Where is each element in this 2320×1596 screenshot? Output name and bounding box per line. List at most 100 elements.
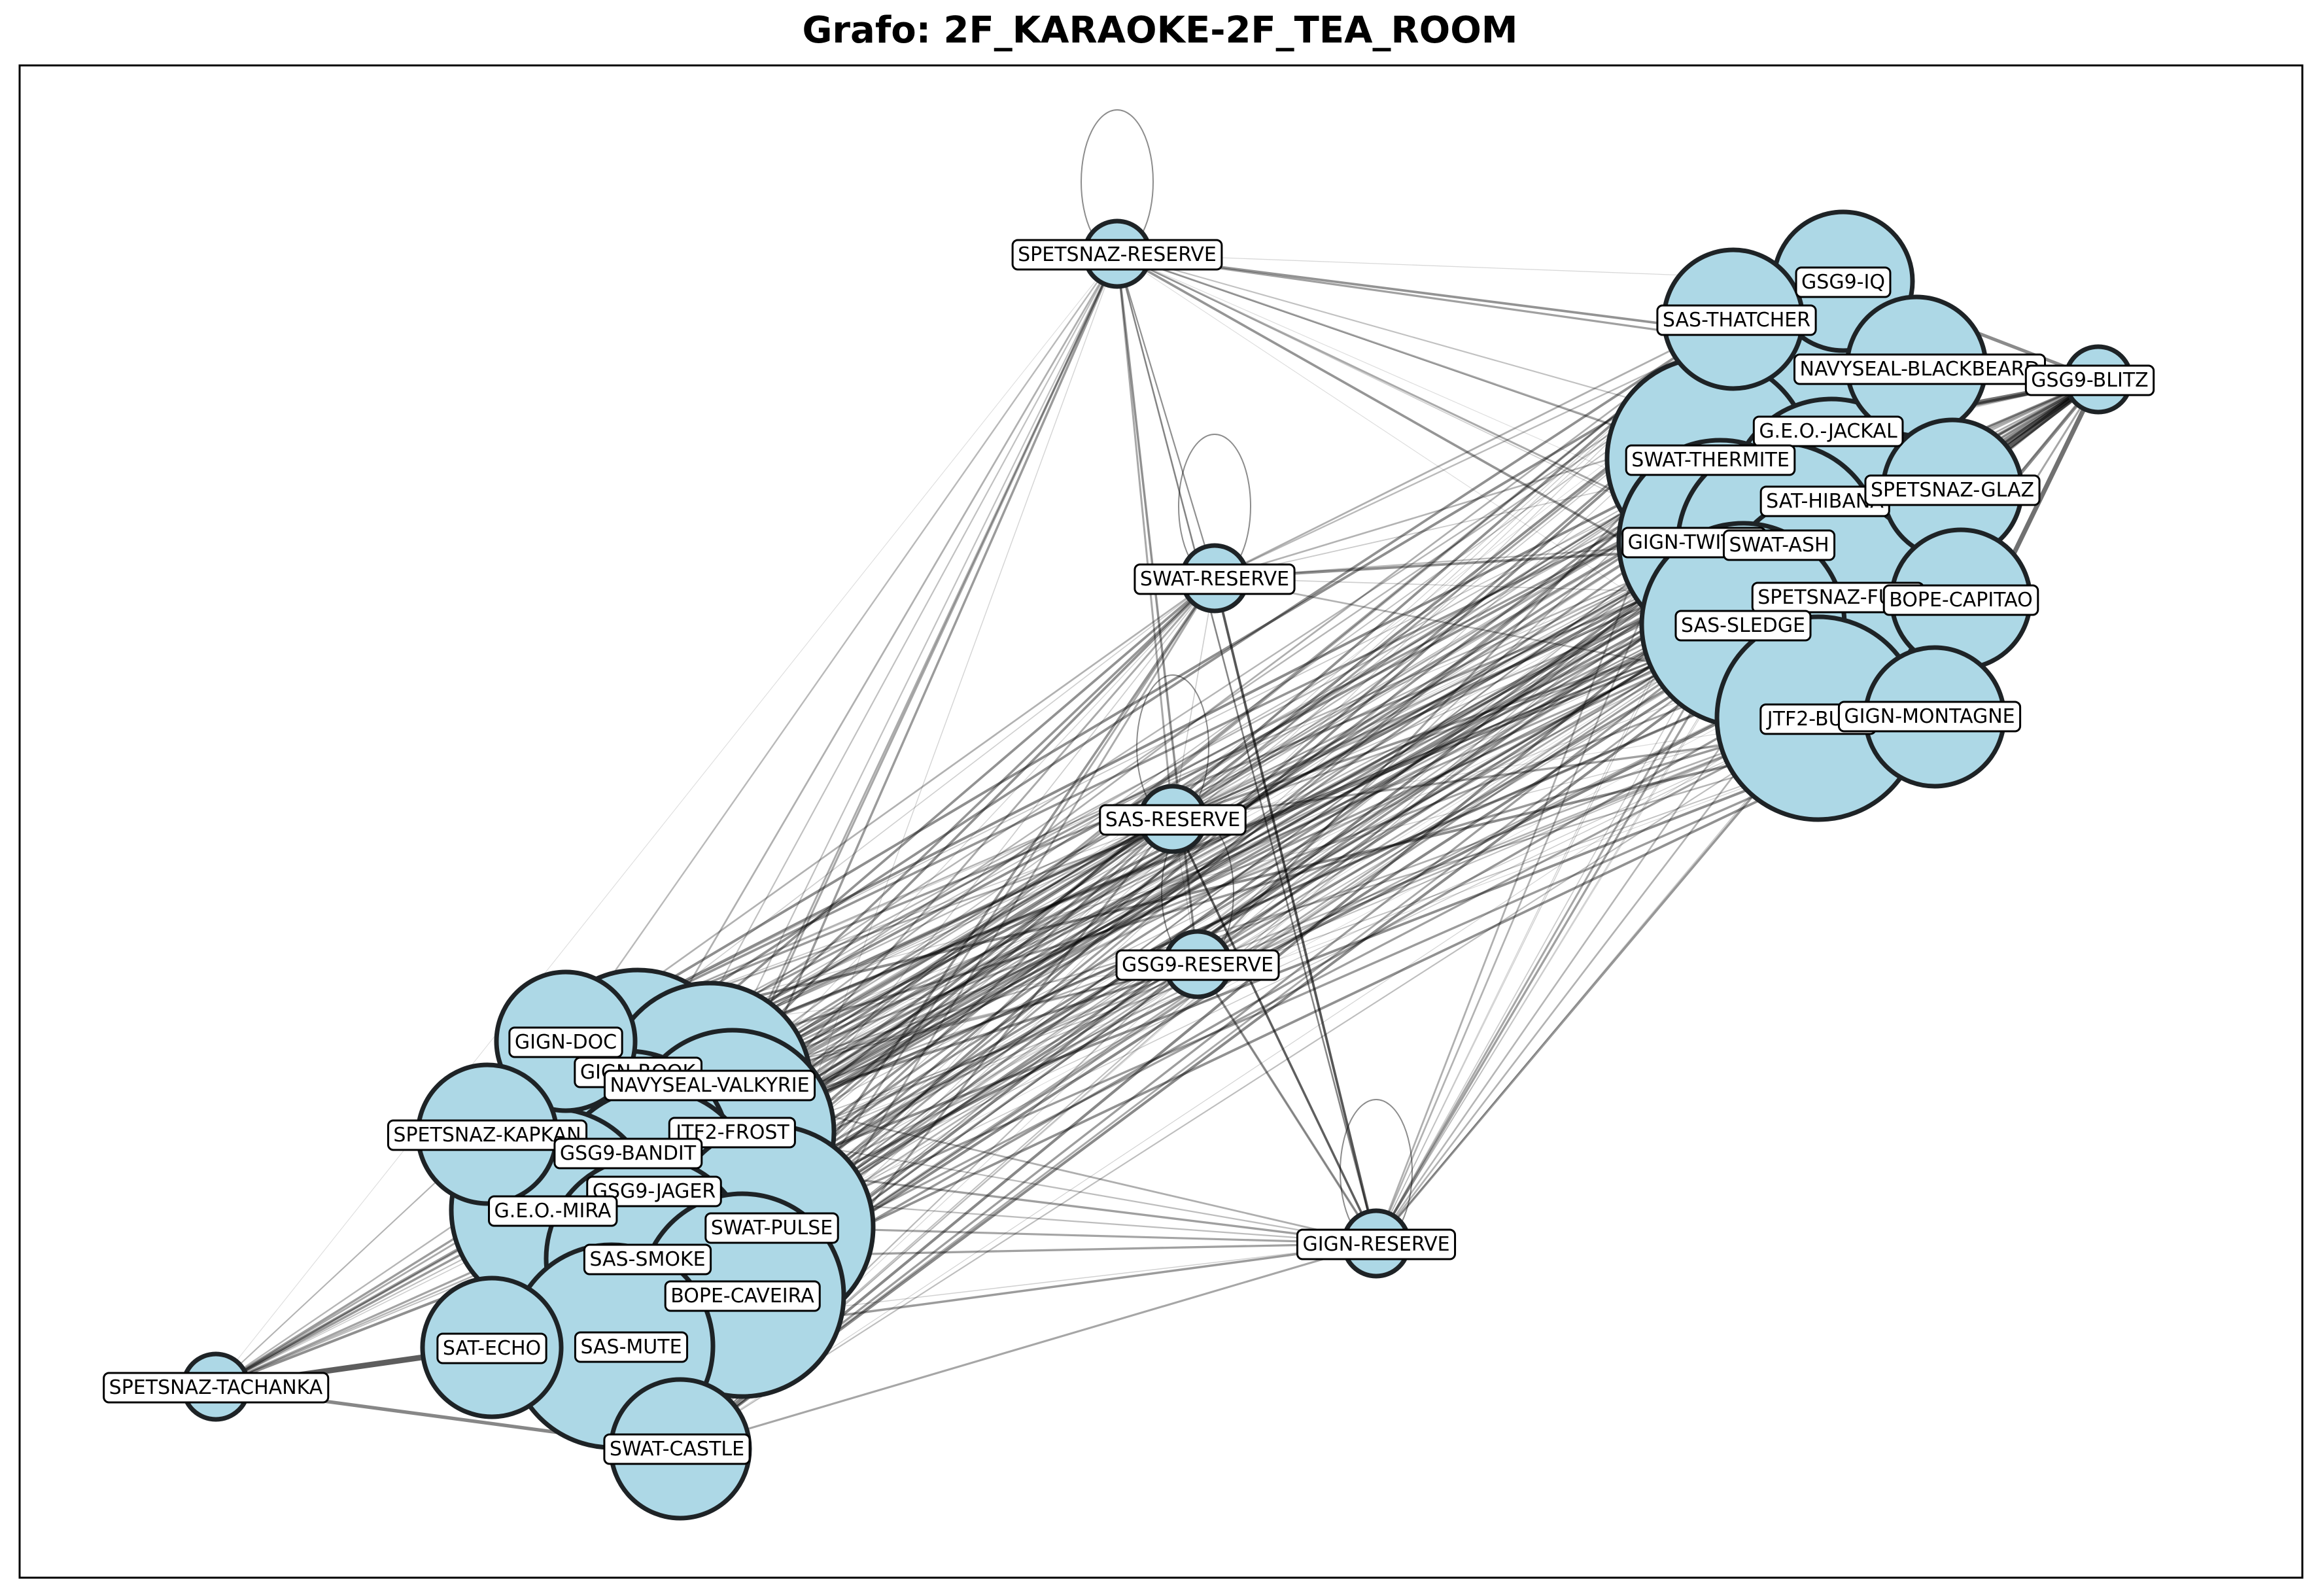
edge-SPETSNAZ-RESERVE--GIGN-DOC [565,253,1118,1042]
node-label-box [603,1433,751,1465]
node-label-SAS-THATCHER: SAS-THATCHER [1656,304,1817,336]
node-label-text: GIGN-MONTAGNE [1844,705,2015,728]
node-label-SAT-ECHO: SAT-ECHO [436,1332,547,1364]
node-label-BOPE-CAPITAO: BOPE-CAPITAO [1882,584,2039,616]
node-label-text: GSG9-IQ [1801,271,1885,294]
node-label-GSG9-RESERVE: GSG9-RESERVE [1115,949,1280,981]
node-label-text: BOPE-CAVEIRA [670,1285,814,1308]
node-label-SWAT-CASTLE: SWAT-CASTLE [603,1433,751,1465]
edge-SPETSNAZ-RESERVE--GIGN-RESERVE [1116,253,1377,1244]
node-label-text: SWAT-CASTLE [610,1438,744,1461]
node-label-box [1099,804,1247,836]
node-label-GIGN-RESERVE: GIGN-RESERVE [1296,1228,1457,1260]
node-label-text: SAS-RESERVE [1105,808,1240,831]
edge-SPETSNAZ-RESERVE--SWAT-THERMITE [1117,253,1709,460]
node-label-SWAT-PULSE: SWAT-PULSE [704,1212,839,1244]
edge-SPETSNAZ-TACHANKA--SWAT-THERMITE [215,458,1709,1388]
node-label-SPETSNAZ-GLAZ: SPETSNAZ-GLAZ [1864,474,2041,506]
edge-GIGN-DOC--GIGN-MONTAGNE [565,716,1935,1043]
node-label-GIGN-DOC: GIGN-DOC [508,1026,623,1058]
node-label-text: SAS-MUTE [580,1336,682,1359]
node-label-SPETSNAZ-KAPKAN: SPETSNAZ-KAPKAN [387,1119,588,1151]
node-label-box [436,1332,547,1364]
edge-SWAT-RESERVE--SAS-RESERVE [1172,578,1215,820]
node-label-text: SWAT-PULSE [711,1217,833,1240]
node-label-text: SAS-SLEDGE [1681,614,1805,637]
node-label-box [603,1069,816,1102]
node-label-box [2024,364,2155,396]
edge-GIGN-ROOK--JTF2-BUCK [637,717,1819,1073]
node-label-G.E.O.-JACKAL: G.E.O.-JACKAL [1752,415,1904,447]
node-label-GSG9-IQ: GSG9-IQ [1795,266,1892,298]
edge-GSG9-RESERVE--GIGN-RESERVE [1197,963,1377,1244]
node-label-box [553,1137,703,1170]
edge-SWAT-RESERVE--SAS-THATCHER [1214,318,1734,580]
node-label-text: SPETSNAZ-RESERVE [1018,243,1217,266]
node-label-text: SWAT-RESERVE [1140,568,1289,591]
node-label-text: G.E.O.-JACKAL [1759,420,1897,443]
node-label-text: SAS-SMOKE [589,1248,705,1271]
node-label-text: SWAT-ASH [1729,534,1829,557]
edge-GIGN-RESERVE--SWAT-RESERVE [1213,578,1377,1244]
edge-GSG9-BANDIT--SPETSNAZ-FUZE [627,595,1826,1154]
node-label-text: SPETSNAZ-GLAZ [1871,479,2034,502]
node-label-SWAT-RESERVE: SWAT-RESERVE [1134,563,1296,595]
edge-BOPE-CAVEIRA--GIGN-TWITCH [741,540,1722,1296]
edge-GSG9-RESERVE--SAS-SLEDGE [1197,624,1744,965]
edge-SWAT-RESERVE--JTF2-FROST [731,578,1216,1132]
edge-GIGN-RESERVE--SAS-SLEDGE [1375,624,1744,1244]
node-label-text: NAVYSEAL-BLACKBEARD [1800,358,2040,381]
node-label-GIGN-MONTAGNE: GIGN-MONTAGNE [1837,701,2022,733]
edge-SPETSNAZ-RESERVE--SWAT-RESERVE [1116,253,1216,579]
edge-GIGN-RESERVE--JTF2-BUCK [1375,717,1820,1245]
labels-layer: SPETSNAZ-RESERVE SWAT-RESERVE SAS-RESERVE G… [103,239,2155,1465]
edge-SWAT-PULSE--GIGN-MONTAGNE [771,716,1935,1228]
node-label-SWAT-THERMITE: SWAT-THERMITE [1625,444,1796,476]
node-label-box [583,1243,712,1275]
node-label-text: GSG9-RESERVE [1122,954,1273,977]
node-label-box [1674,610,1812,642]
node-label-SAS-RESERVE: SAS-RESERVE [1099,804,1247,836]
node-label-text: G.E.O.-MIRA [494,1200,612,1223]
edge-JTF2-FROST--SAS-SLEDGE [732,623,1744,1133]
node-label-text: GSG9-BLITZ [2031,369,2148,392]
node-label-box [1882,584,2039,616]
node-label-box [574,1331,689,1363]
node-label-box [103,1372,330,1404]
edge-SWAT-PULSE--SWAT-THERMITE [771,458,1709,1228]
node-label-box [1296,1228,1457,1260]
edge-SWAT-CASTLE--SPETSNAZ-FUZE [679,595,1826,1450]
node-label-box [1795,266,1892,298]
node-label-GSG9-BANDIT: GSG9-BANDIT [553,1137,703,1170]
edge-SWAT-CASTLE--SAS-SLEDGE [679,623,1744,1450]
plot-frame [18,64,2304,1579]
node-label-GSG9-JAGER: GSG9-JAGER [586,1175,722,1207]
edge-GIGN-ROOK--SWAT-THERMITE [637,459,1709,1072]
node-label-SWAT-ASH: SWAT-ASH [1722,529,1836,561]
node-label-box [1864,474,2041,506]
edge-NAVYSEAL-VALKYRIE--SWAT-THERMITE [709,458,1709,1086]
edge-GIGN-RESERVE--SWAT-CASTLE [680,1242,1377,1450]
node-label-NAVYSEAL-BLACKBEARD: NAVYSEAL-BLACKBEARD [1793,353,2046,385]
edge-GSG9-BANDIT--SWAT-ASH [627,543,1780,1154]
node-label-box [1134,563,1296,595]
edge-SWAT-PULSE--SAS-THATCHER [771,319,1734,1228]
edge-GSG9-BANDIT--JTF2-BUCK [627,717,1819,1154]
edge-SAS-RESERVE--GIGN-RESERVE [1171,818,1377,1244]
edge-GIGN-RESERVE--GSG9-RESERVE [1196,963,1377,1244]
node-label-box [387,1119,588,1151]
node-label-box [1011,239,1223,271]
edge-SAS-RESERVE--JTF2-BUCK [1172,718,1819,820]
edge-NAVYSEAL-VALKYRIE--SPETSNAZ-FUZE [709,595,1826,1086]
node-label-G.E.O.-MIRA: G.E.O.-MIRA [488,1195,618,1227]
edge-GSG9-JAGER--SWAT-ASH [653,543,1780,1192]
node-label-text: SWAT-THERMITE [1631,449,1790,472]
node-label-box [664,1280,821,1312]
edge-JTF2-FROST--SWAT-ASH [732,543,1780,1133]
node-label-box [488,1195,618,1227]
page-title: Grafo: 2F_KARAOKE-2F_TEA_ROOM [802,9,1518,52]
node-label-box [1722,529,1836,561]
node-label-text: GIGN-DOC [515,1031,617,1054]
edge-JTF2-FROST--SAS-THATCHER [732,318,1734,1133]
